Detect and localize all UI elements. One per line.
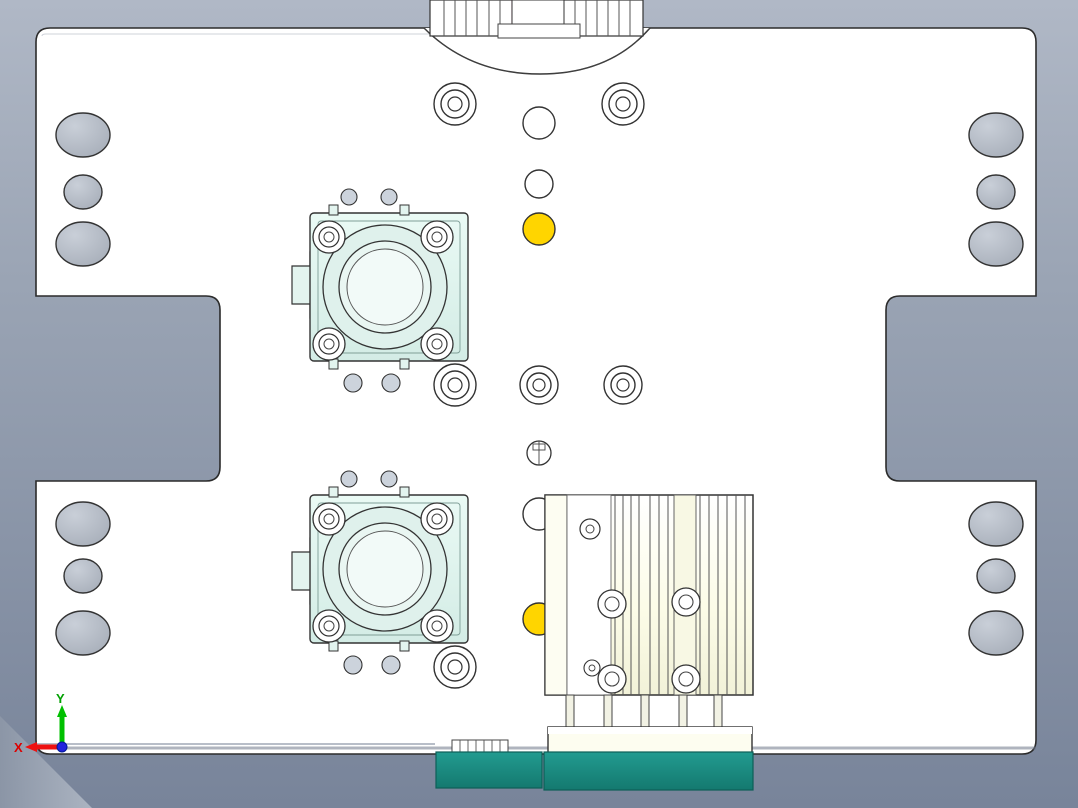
- bore[interactable]: [968, 112, 1024, 158]
- y-axis-label: Y: [56, 691, 65, 706]
- counterbore-fastener[interactable]: [433, 82, 477, 126]
- actuator-post[interactable]: [340, 188, 358, 206]
- linear-slide-cylinder[interactable]: [544, 494, 754, 764]
- x-axis-arrow: [25, 742, 37, 752]
- actuator-post[interactable]: [343, 655, 363, 675]
- counterbore-fastener[interactable]: [601, 82, 645, 126]
- rotary-actuator-lower[interactable]: [291, 470, 469, 675]
- plate-top-notch-edge: [423, 27, 651, 75]
- actuator-tab: [328, 204, 339, 216]
- through-hole[interactable]: [522, 106, 556, 140]
- bore-group-left-lower: [55, 501, 111, 656]
- bore-group-right-lower: [968, 501, 1024, 656]
- actuator-tab: [328, 486, 339, 498]
- slide-mount-hole[interactable]: [671, 664, 701, 694]
- bottom-thin-bracket: [451, 739, 509, 753]
- bore[interactable]: [968, 610, 1024, 656]
- bore[interactable]: [63, 558, 103, 594]
- fitting-collar: [497, 23, 581, 39]
- actuator-tab: [399, 358, 410, 370]
- bore[interactable]: [55, 610, 111, 656]
- center-fastener-column: [433, 82, 645, 689]
- z-axis-origin: [56, 741, 68, 753]
- bore-group-left-upper: [55, 112, 111, 267]
- yellow-pin-upper[interactable]: [522, 212, 556, 246]
- actuator-tab: [399, 486, 410, 498]
- actuator-post[interactable]: [381, 373, 401, 393]
- actuator-post[interactable]: [340, 470, 358, 488]
- counterbore-fastener[interactable]: [519, 365, 559, 405]
- bolt[interactable]: [312, 220, 346, 254]
- slide-end-cap-left: [544, 494, 568, 696]
- bore[interactable]: [976, 558, 1016, 594]
- slide-mount-hole-small[interactable]: [583, 659, 601, 677]
- top-ribbed-fitting[interactable]: [429, 0, 644, 39]
- teal-mount-block-right[interactable]: [543, 751, 754, 791]
- actuator-post[interactable]: [380, 188, 398, 206]
- bore[interactable]: [968, 221, 1024, 267]
- plate-inner-edge: [41, 33, 430, 37]
- bore[interactable]: [55, 112, 111, 158]
- bolt[interactable]: [420, 327, 454, 361]
- bolt[interactable]: [420, 502, 454, 536]
- counterbore-fastener[interactable]: [603, 365, 643, 405]
- actuator-body-inner-edge: [317, 220, 461, 354]
- rotary-actuator-upper[interactable]: [291, 188, 469, 393]
- actuator-body-inner-edge: [317, 502, 461, 636]
- actuator-boss-inner: [346, 248, 424, 326]
- actuator-corner-bolts: [312, 502, 454, 643]
- slide-mount-hole[interactable]: [671, 587, 701, 617]
- bore[interactable]: [55, 501, 111, 547]
- slide-mount-hole[interactable]: [597, 589, 627, 619]
- actuator-tab: [399, 640, 410, 652]
- actuator-boss-inner: [346, 530, 424, 608]
- viewport-corner-shade: [0, 716, 92, 808]
- bore[interactable]: [968, 501, 1024, 547]
- bolt[interactable]: [420, 220, 454, 254]
- counterbore-fastener[interactable]: [433, 363, 477, 407]
- bolt[interactable]: [312, 327, 346, 361]
- actuator-post[interactable]: [381, 655, 401, 675]
- slide-mount-hole[interactable]: [597, 664, 627, 694]
- counterbore-fastener[interactable]: [433, 645, 477, 689]
- coordinate-axis-triad: Y X: [14, 691, 68, 755]
- bore[interactable]: [976, 174, 1016, 210]
- sensor-hole[interactable]: [526, 440, 552, 466]
- bolt[interactable]: [312, 609, 346, 643]
- teal-mount-block-left[interactable]: [435, 751, 543, 789]
- slide-mount-hole[interactable]: [579, 518, 601, 540]
- bore[interactable]: [55, 221, 111, 267]
- actuator-post[interactable]: [380, 470, 398, 488]
- actuator-corner-bolts: [312, 220, 454, 361]
- x-axis-label: X: [14, 740, 23, 755]
- bolt[interactable]: [312, 502, 346, 536]
- bore[interactable]: [63, 174, 103, 210]
- through-hole[interactable]: [524, 169, 554, 199]
- bore-group-right-upper: [968, 112, 1024, 267]
- slide-flange-highlight: [548, 727, 752, 734]
- y-axis-arrow: [57, 705, 67, 717]
- slide-ribs: [614, 495, 746, 695]
- bolt[interactable]: [420, 609, 454, 643]
- actuator-post[interactable]: [343, 373, 363, 393]
- actuator-tab: [399, 204, 410, 216]
